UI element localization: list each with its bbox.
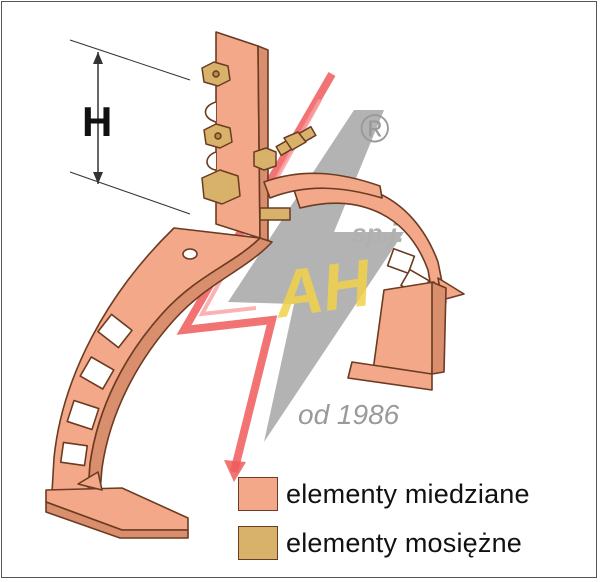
side-bolt-nut xyxy=(253,147,277,171)
logo-gray-bolt xyxy=(228,110,404,442)
logo-red-arrowhead xyxy=(224,460,246,482)
legend-swatch-brass xyxy=(238,526,278,560)
logo-letters: AH xyxy=(268,245,376,332)
legend-label-copper: elementy miedziane xyxy=(286,478,530,509)
legend-label-brass: elementy mosiężne xyxy=(286,527,523,558)
legend-swatch-copper xyxy=(238,477,278,511)
dimension-h: H xyxy=(69,39,191,215)
logo-since-text: od 1986 xyxy=(298,399,400,430)
side-bolt-head xyxy=(283,131,307,151)
logo-red-bolt-inner xyxy=(198,99,322,317)
company-logo-watermark: AH ® sp.j. od 1986 xyxy=(176,71,404,482)
right-holder xyxy=(371,281,435,379)
brass-fittings xyxy=(201,61,317,221)
legend-item-copper: elementy miedziane xyxy=(238,477,530,511)
top-strap xyxy=(263,172,383,199)
legend-item-brass: elementy mosiężne xyxy=(238,526,522,560)
hex-nut-large xyxy=(201,169,241,205)
registered-mark: ® xyxy=(360,107,389,151)
dimension-h-label: H xyxy=(82,98,112,145)
